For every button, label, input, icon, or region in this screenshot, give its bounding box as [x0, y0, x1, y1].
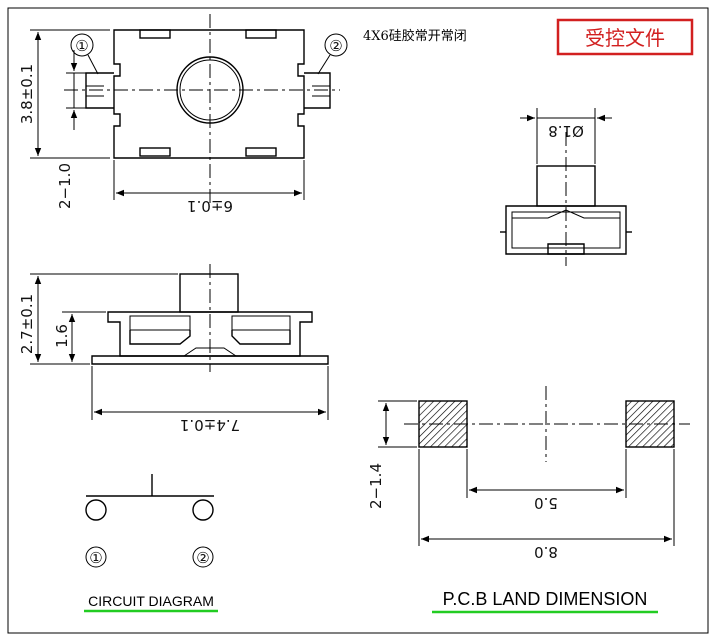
side-view: 2.7±0.1 1.6 7.4±0.1 [18, 264, 329, 434]
dim-top-width: 6±0.1 [187, 197, 233, 215]
circuit-caption: CIRCUIT DIAGRAM [88, 593, 214, 609]
controlled-document-stamp: 受控文件 [556, 18, 694, 56]
top-pin2-label: ② [329, 37, 342, 55]
circuit-diagram: ① ② CIRCUIT DIAGRAM [84, 474, 218, 613]
end-view: Ø1.8 [500, 108, 632, 266]
dim-pad-size: 2−1.4 [367, 463, 385, 509]
dim-actuator-diameter: Ø1.8 [548, 122, 584, 140]
circuit-pin2-label: ② [196, 549, 209, 567]
drawing-title: 4X6硅胶常开常闭 [363, 28, 467, 44]
pcb-land-pattern: 2−1.4 5.0 8.0 P.C.B LAND DIMENSION [367, 386, 690, 614]
dim-side-body-height: 1.6 [53, 324, 71, 348]
pcb-caption: P.C.B LAND DIMENSION [443, 589, 648, 609]
dim-top-height: 3.8±0.1 [18, 64, 36, 124]
stamp-text: 受控文件 [585, 26, 665, 50]
top-pin1-label: ① [75, 37, 88, 55]
dim-terminal-width: 2−1.0 [56, 163, 74, 209]
dim-side-length: 7.4±0.1 [180, 416, 240, 434]
dim-pad-outer-spacing: 8.0 [534, 543, 558, 561]
dim-pad-inner-spacing: 5.0 [534, 494, 558, 512]
circuit-pin1-label: ① [89, 549, 102, 567]
dim-side-total-height: 2.7±0.1 [18, 294, 36, 354]
top-view: ① ② 3.8±0.1 2−1.0 6±0.1 [18, 14, 348, 215]
sheet-border [7, 7, 709, 634]
